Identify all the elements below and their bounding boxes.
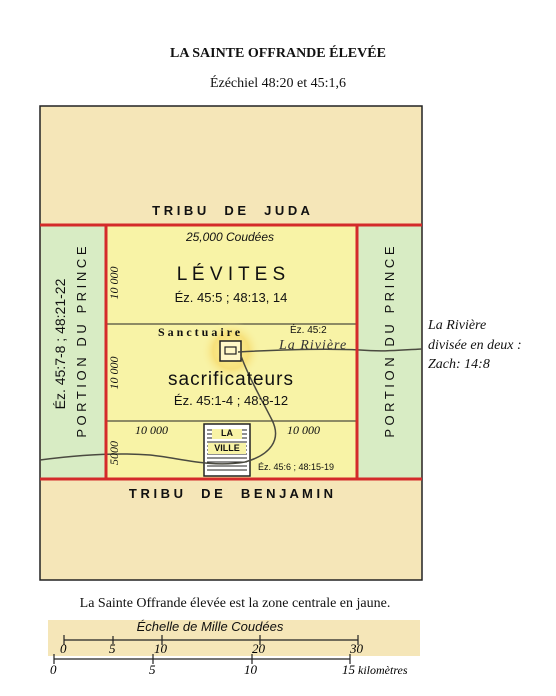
scale-upper-tick-10: 10	[154, 641, 167, 656]
diagram-caption: La Sainte Offrande élevée est la zone ce…	[79, 596, 391, 611]
city-left-width: 10 000	[135, 423, 168, 437]
city-label-la: LA	[221, 428, 233, 438]
prince-left-label: P O R T I O N D U P R I N C E	[74, 246, 89, 438]
river-path	[237, 348, 423, 353]
scale-upper-tick-30: 30	[350, 641, 363, 656]
scale-upper-tick-0: 0	[60, 641, 67, 656]
priests-name: sacrificateurs	[168, 369, 294, 390]
prince-left-ref: Éz. 45:7-8 ; 48:21-22	[52, 278, 68, 410]
scale-lower-ticks	[53, 654, 351, 664]
city-label-box-2	[208, 443, 246, 454]
priests-height: 10 000	[107, 356, 121, 390]
city-label-ville: VILLE	[214, 443, 240, 453]
scale-upper-tick-20: 20	[252, 641, 265, 656]
levites-name: L É V I T E S	[176, 264, 286, 285]
scale-lower-tick-10: 10	[244, 662, 257, 677]
city-right-width: 10 000	[287, 423, 320, 437]
diagram-title: LA SAINTE OFFRANDE ÉLEVÉE	[170, 46, 386, 61]
sanctuary-ref: Éz. 45:2	[290, 325, 327, 336]
scale-lower-tick-0: 0	[50, 662, 57, 677]
river-note-3: Zach: 14:8	[428, 357, 490, 372]
prince-portion-right	[357, 226, 421, 478]
scale-unit: kilomètres	[358, 663, 408, 677]
scale-upper-ticks	[63, 635, 359, 645]
river-note-2: divisée en deux :	[428, 338, 522, 353]
city-ref: Éz. 45:6 ; 48:15-19	[258, 462, 335, 472]
city-height: 5000	[107, 441, 121, 465]
sanctuary-name: S a n c t u a i r e	[158, 325, 241, 339]
scale-lower-tick-15: 15	[342, 662, 355, 677]
river-label: La Rivière	[279, 338, 348, 353]
sanctuary-box	[219, 340, 242, 362]
width-label: 25,000 Coudées	[185, 230, 275, 244]
city-label-box	[212, 429, 242, 439]
scale-lower-tick-5: 5	[149, 662, 156, 677]
sanctuary-inner	[224, 346, 237, 355]
priests-ref: Éz. 45:1-4 ; 48:8-12	[173, 393, 289, 408]
prince-portion-left	[41, 226, 106, 478]
river-note-1: La Rivière	[428, 318, 487, 333]
scale-upper-tick-5: 5	[109, 641, 116, 656]
prince-right-label: P O R T I O N D U P R I N C E	[382, 246, 397, 438]
tribe-benjamin-label: T R I B U D E B E N J A M I N	[128, 486, 334, 501]
diagram-subtitle: Ézéchiel 48:20 et 45:1,6	[209, 76, 347, 91]
scale-title: Échelle de Mille Coudées	[136, 619, 284, 634]
levites-height: 10 000	[107, 266, 121, 300]
tribe-judah-label: T R I B U D E J U D A	[152, 203, 310, 218]
levites-ref: Éz. 45:5 ; 48:13, 14	[174, 290, 288, 305]
